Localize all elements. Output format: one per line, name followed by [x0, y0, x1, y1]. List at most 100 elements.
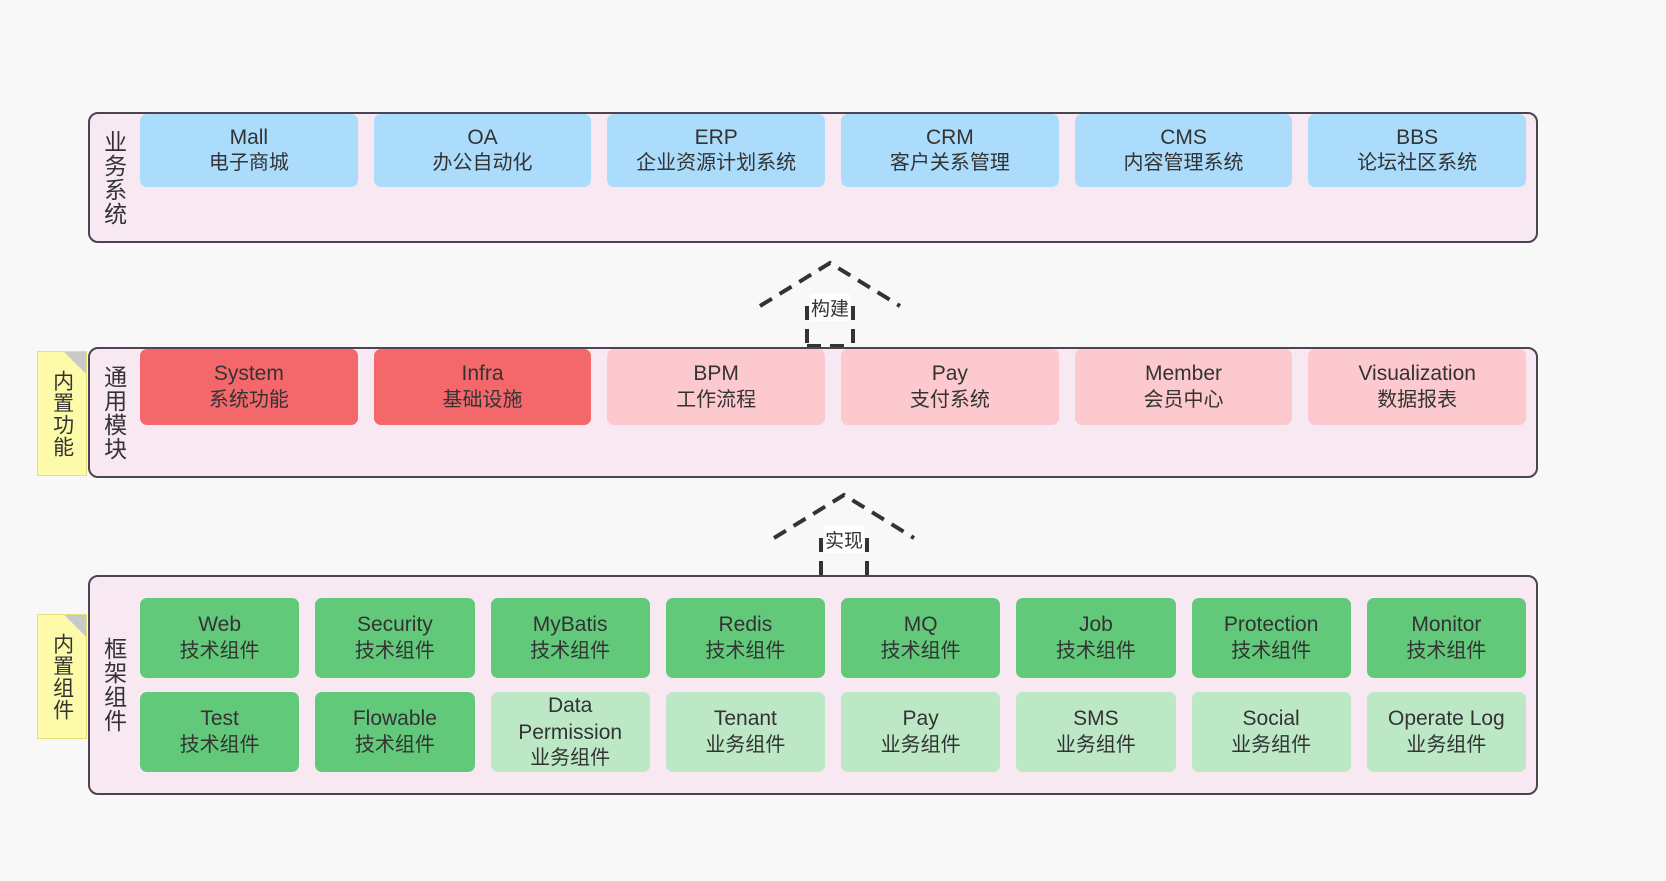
node-job-en: Job: [1078, 613, 1113, 637]
note-builtin-function[interactable]: 内置功能: [37, 351, 87, 476]
node-tenant[interactable]: Tenant 业务组件: [665, 692, 825, 772]
node-crm-en: CRM: [925, 125, 974, 149]
node-security[interactable]: Security 技术组件: [315, 598, 475, 678]
node-pay-module[interactable]: Pay 支付系统: [841, 349, 1059, 425]
node-mybatis-en: MyBatis: [532, 613, 608, 637]
node-visualization-en: Visualization: [1358, 362, 1476, 386]
node-web[interactable]: Web 技术组件: [140, 598, 300, 678]
node-pay-module-cn: 支付系统: [909, 388, 990, 411]
row-framework-biz: Test 技术组件 Flowable 技术组件 Data Permission …: [140, 692, 1526, 772]
node-job-cn: 技术组件: [1055, 639, 1136, 662]
node-mall-cn: 电子商城: [208, 152, 289, 175]
node-oa-en: OA: [467, 125, 498, 149]
layer-business-system[interactable]: 业务系统 Mall 电子商城 OA 办公自动化 ERP 企业资源计划系统 CRM: [88, 112, 1538, 243]
node-data-permission-en: Data Permission: [518, 694, 623, 744]
node-security-cn: 技术组件: [354, 639, 435, 662]
node-job[interactable]: Job 技术组件: [1016, 598, 1176, 678]
node-mq[interactable]: MQ 技术组件: [841, 598, 1001, 678]
node-social-cn: 业务组件: [1231, 733, 1312, 756]
node-mall-en: Mall: [229, 125, 269, 149]
node-system-cn: 系统功能: [208, 388, 289, 411]
node-erp[interactable]: ERP 企业资源计划系统: [607, 114, 826, 187]
node-crm[interactable]: CRM 客户关系管理: [841, 114, 1059, 187]
layer-title-business: 业务系统: [100, 129, 127, 226]
node-data-permission-cn: 业务组件: [530, 746, 611, 769]
node-flowable[interactable]: Flowable 技术组件: [315, 692, 475, 772]
node-protection-cn: 技术组件: [1231, 639, 1312, 662]
node-web-en: Web: [198, 613, 242, 637]
node-social[interactable]: Social 业务组件: [1191, 692, 1351, 772]
node-operate-log-cn: 业务组件: [1406, 733, 1487, 756]
node-mq-cn: 技术组件: [880, 639, 961, 662]
node-protection[interactable]: Protection 技术组件: [1191, 598, 1351, 678]
node-sms[interactable]: SMS 业务组件: [1016, 692, 1176, 772]
node-bbs[interactable]: BBS 论坛社区系统: [1308, 114, 1527, 187]
node-bbs-en: BBS: [1396, 125, 1439, 149]
node-visualization[interactable]: Visualization 数据报表: [1308, 349, 1527, 425]
node-bbs-cn: 论坛社区系统: [1357, 152, 1478, 175]
node-mq-en: MQ: [903, 613, 938, 637]
node-system-en: System: [213, 362, 284, 386]
node-erp-en: ERP: [694, 125, 738, 149]
node-pay-component[interactable]: Pay 业务组件: [841, 692, 1001, 772]
node-cms-cn: 内容管理系统: [1123, 152, 1244, 175]
node-pay-component-en: Pay: [902, 707, 939, 731]
node-sms-en: SMS: [1073, 707, 1119, 731]
layer-title-common: 通用模块: [100, 364, 127, 461]
note-fold-corner-icon: [64, 352, 86, 374]
node-bpm-en: BPM: [693, 362, 739, 386]
note-builtin-component-label: 内置组件: [50, 632, 74, 721]
node-infra-cn: 基础设施: [442, 388, 523, 411]
node-flowable-cn: 技术组件: [354, 733, 435, 756]
node-crm-cn: 客户关系管理: [889, 152, 1010, 175]
node-cms-en: CMS: [1160, 125, 1207, 149]
node-test[interactable]: Test 技术组件: [140, 692, 300, 772]
layer-common-module[interactable]: 通用模块 System 系统功能 Infra 基础设施 BPM 工作流程 Pay: [88, 347, 1538, 478]
node-infra[interactable]: Infra 基础设施: [373, 349, 592, 425]
node-security-en: Security: [356, 613, 433, 637]
row-common-1: System 系统功能 Infra 基础设施 BPM 工作流程 Pay 支付系统…: [140, 349, 1527, 425]
node-mybatis-cn: 技术组件: [530, 639, 611, 662]
note-builtin-function-label: 内置功能: [50, 369, 74, 458]
node-pay-module-en: Pay: [931, 362, 968, 386]
node-tenant-en: Tenant: [713, 707, 777, 731]
node-member-en: Member: [1145, 362, 1223, 386]
node-mybatis[interactable]: MyBatis 技术组件: [490, 598, 650, 678]
node-redis-cn: 技术组件: [705, 639, 786, 662]
arrow-build-label: 构建: [810, 294, 851, 321]
node-sms-cn: 业务组件: [1055, 733, 1136, 756]
node-test-cn: 技术组件: [179, 733, 260, 756]
node-member[interactable]: Member 会员中心: [1074, 349, 1293, 425]
node-redis-en: Redis: [718, 613, 773, 637]
node-system[interactable]: System 系统功能: [140, 349, 358, 425]
layer-title-framework: 框架组件: [100, 637, 127, 733]
layer-framework-component[interactable]: 框架组件 Web 技术组件 Security 技术组件 MyBatis 技术组件…: [88, 575, 1538, 795]
layer-body-framework: Web 技术组件 Security 技术组件 MyBatis 技术组件 Redi…: [136, 577, 1536, 793]
node-monitor-en: Monitor: [1411, 613, 1482, 637]
node-data-permission[interactable]: Data Permission 业务组件: [490, 692, 650, 772]
arrow-implement-label: 实现: [824, 526, 865, 553]
node-bpm[interactable]: BPM 工作流程: [607, 349, 826, 425]
node-web-cn: 技术组件: [179, 639, 260, 662]
node-oa-cn: 办公自动化: [432, 152, 533, 175]
node-infra-en: Infra: [461, 362, 504, 386]
note-builtin-component[interactable]: 内置组件: [37, 614, 87, 739]
node-pay-component-cn: 业务组件: [880, 733, 961, 756]
node-cms[interactable]: CMS 内容管理系统: [1074, 114, 1293, 187]
arrow-build: 构建: [752, 258, 912, 348]
node-operate-log[interactable]: Operate Log 业务组件: [1366, 692, 1526, 772]
node-redis[interactable]: Redis 技术组件: [665, 598, 825, 678]
layer-body-business: Mall 电子商城 OA 办公自动化 ERP 企业资源计划系统 CRM 客户关系…: [136, 114, 1536, 187]
node-erp-cn: 企业资源计划系统: [636, 152, 797, 175]
node-mall[interactable]: Mall 电子商城: [140, 114, 358, 187]
arrow-implement: 实现: [766, 490, 926, 580]
node-tenant-cn: 业务组件: [705, 733, 786, 756]
node-bpm-cn: 工作流程: [676, 388, 757, 411]
arrow-build-glyph: [758, 260, 902, 348]
node-operate-log-en: Operate Log: [1387, 707, 1505, 731]
node-protection-en: Protection: [1223, 613, 1319, 637]
node-test-en: Test: [200, 707, 239, 731]
node-oa[interactable]: OA 办公自动化: [373, 114, 592, 187]
node-monitor[interactable]: Monitor 技术组件: [1366, 598, 1526, 678]
